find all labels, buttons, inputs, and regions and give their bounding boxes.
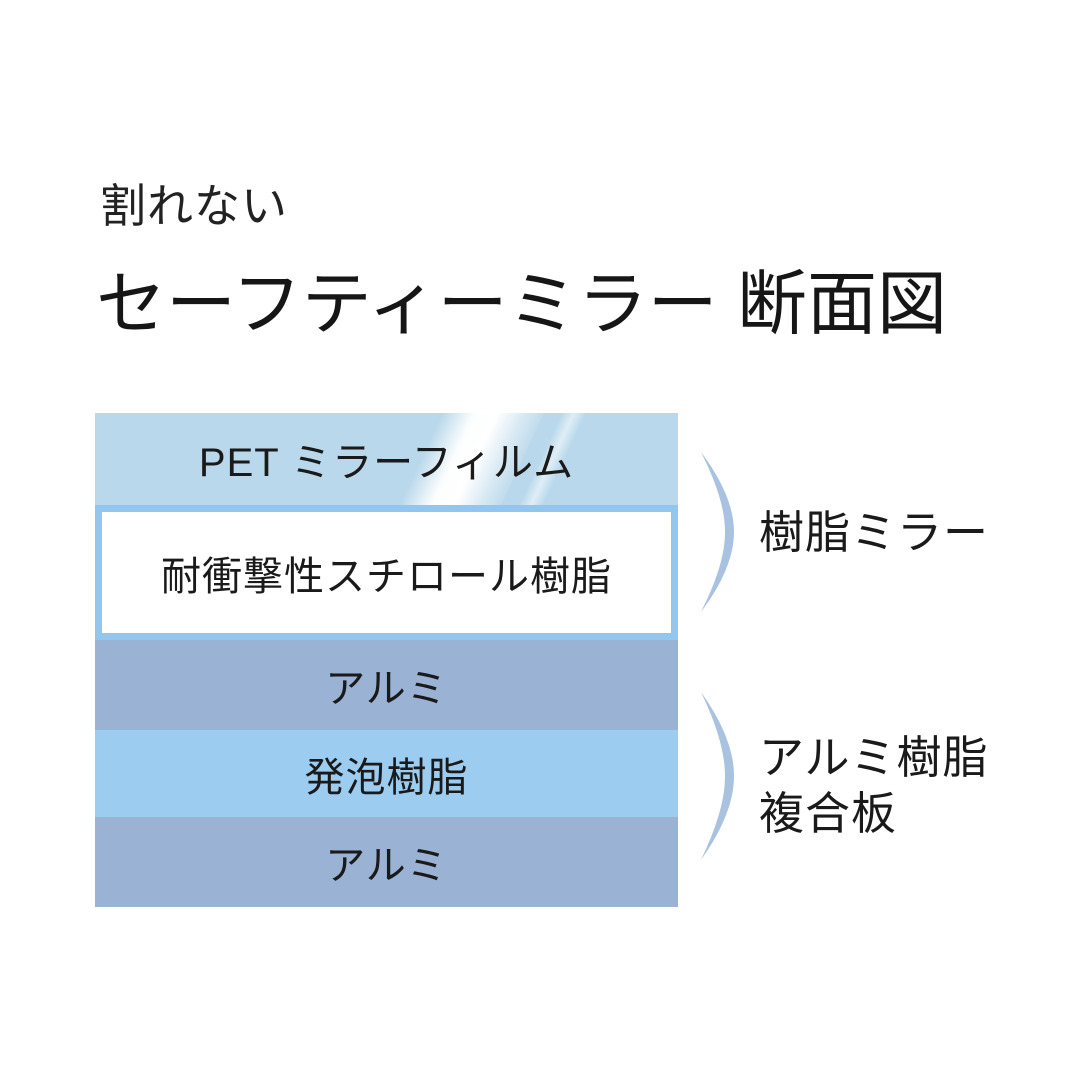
group-label-line: アルミ樹脂 (759, 732, 989, 783)
bracket-icon-aluminum-composite (694, 690, 740, 862)
group-label-line: 樹脂ミラー (759, 507, 990, 558)
page-title: セーフティーミラー 断面図 (96, 265, 948, 343)
layer-aluminum-lower: アルミ (95, 817, 678, 907)
layer-pet-mirror-film: PET ミラーフィルム (95, 413, 678, 505)
layer-impact-resistant-styrene-resin: 耐衝撃性スチロール樹脂 (95, 505, 678, 640)
bracket-icon-resin-mirror (694, 450, 740, 614)
layer-label: 耐衝撃性スチロール樹脂 (161, 554, 612, 599)
group-label-resin-mirror: 樹脂ミラー (759, 505, 989, 561)
layer-aluminum-upper: アルミ (95, 640, 678, 730)
layer-label: アルミ (325, 667, 448, 711)
group-label-aluminum-composite: アルミ樹脂 複合板 (759, 730, 989, 842)
cross-section-layer-stack: PET ミラーフィルム 耐衝撃性スチロール樹脂 アルミ 発泡樹脂 アルミ (95, 413, 678, 907)
layer-foam-resin: 発泡樹脂 (95, 730, 678, 817)
layer-label: PET ミラーフィルム (198, 441, 575, 485)
layer-label: 発泡樹脂 (304, 755, 469, 800)
layer-label: アルミ (325, 844, 448, 888)
group-label-line: 複合板 (759, 788, 898, 839)
subtitle: 割れない (100, 180, 288, 232)
